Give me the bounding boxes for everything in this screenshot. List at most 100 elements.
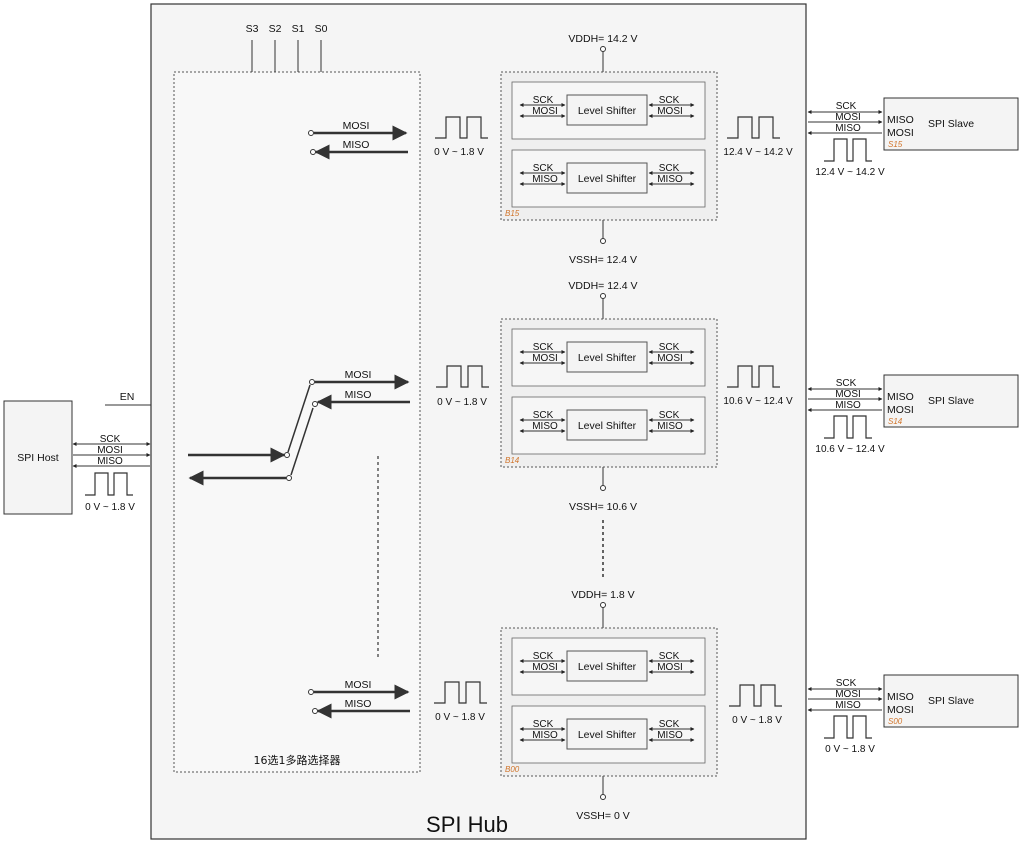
mux-output-bottom: MOSI MISO xyxy=(308,679,410,719)
select-pin-s2: S2 xyxy=(269,23,282,35)
slave-pin-mosi: MOSI xyxy=(887,704,914,716)
slave-miso-label: MISO xyxy=(835,700,861,711)
level-shifter-label: Level Shifter xyxy=(578,173,637,185)
ls-sig-right: MOSI xyxy=(657,353,683,364)
ls-sck-left: SCK xyxy=(533,719,554,730)
ls-sig-right: MISO xyxy=(657,730,683,741)
ls-sck-left: SCK xyxy=(533,342,554,353)
vssh-label: VSSH= 10.6 V xyxy=(569,501,637,513)
slave-mosi-label: MOSI xyxy=(835,689,861,700)
slave-sck-label: SCK xyxy=(836,101,857,112)
spi-hub-title: SPI Hub xyxy=(426,812,508,837)
mux-switch xyxy=(188,379,379,660)
slave-pin-miso: MISO xyxy=(887,691,914,703)
mux-bot-miso: MISO xyxy=(345,698,372,710)
bank-output-waveform xyxy=(727,116,780,139)
ls-sig-left: MOSI xyxy=(532,106,558,117)
select-pins: S3 S2 S1 S0 xyxy=(246,23,328,72)
ls-sig-right: MOSI xyxy=(657,662,683,673)
bank-output-voltage: 12.4 V ~ 14.2 V xyxy=(723,147,793,158)
host-waveform xyxy=(85,472,133,496)
ls-sck-left: SCK xyxy=(533,95,554,106)
slave-pin-miso: MISO xyxy=(887,391,914,403)
mux-output-mid: MOSI MISO xyxy=(315,369,410,410)
ls-sck-right: SCK xyxy=(659,163,680,174)
ls-sig-left: MOSI xyxy=(532,353,558,364)
slave-pin-mosi: MOSI xyxy=(887,404,914,416)
mux-box xyxy=(173,71,421,773)
ls-sck-left: SCK xyxy=(533,410,554,421)
host-sck-label: SCK xyxy=(100,434,121,445)
bank-output-waveform xyxy=(729,684,782,707)
spi-host-label: SPI Host xyxy=(17,452,59,464)
slave-miso-label: MISO xyxy=(835,400,861,411)
vssh-label: VSSH= 12.4 V xyxy=(569,254,637,266)
ls-sig-left: MISO xyxy=(532,421,558,432)
mux-waveform-mid xyxy=(436,365,489,388)
ls-sig-right: MOSI xyxy=(657,106,683,117)
mux-mid-miso: MISO xyxy=(345,389,372,401)
ls-sck-right: SCK xyxy=(659,342,680,353)
slave-tag: S00 xyxy=(888,717,903,726)
slave-tag: S15 xyxy=(888,140,903,149)
bank-output-voltage: 10.6 V ~ 12.4 V xyxy=(723,396,793,407)
mux-top-voltage: 0 V ~ 1.8 V xyxy=(434,147,484,158)
host-bus: SCK MOSI MISO xyxy=(72,434,151,468)
mux-top-miso: MISO xyxy=(343,139,370,151)
mux-waveform-bottom xyxy=(434,681,487,704)
ls-sig-left: MOSI xyxy=(532,662,558,673)
select-pin-s1: S1 xyxy=(292,23,305,35)
slave-mosi-label: MOSI xyxy=(835,389,861,400)
ls-sig-right: MISO xyxy=(657,174,683,185)
slave-mosi-label: MOSI xyxy=(835,112,861,123)
mux-output-top: MOSI MISO xyxy=(308,120,408,160)
bank-tag: B00 xyxy=(505,765,520,774)
ls-sck-left: SCK xyxy=(533,651,554,662)
slave-sck-label: SCK xyxy=(836,378,857,389)
spi-host-box xyxy=(3,400,73,515)
level-shifter-label: Level Shifter xyxy=(578,420,637,432)
slave-waveform xyxy=(824,715,872,739)
mux-bot-mosi: MOSI xyxy=(345,679,372,691)
en-label: EN xyxy=(120,391,135,403)
vddh-label: VDDH= 1.8 V xyxy=(571,589,634,601)
slave-voltage: 0 V ~ 1.8 V xyxy=(825,744,875,755)
mux-label: 16选1多路选择器 xyxy=(254,753,341,767)
mux-waveforms: 0 V ~ 1.8 V 0 V ~ 1.8 V 0 V ~ 1.8 V xyxy=(434,116,489,723)
vddh-label: VDDH= 12.4 V xyxy=(568,280,637,292)
ls-sck-right: SCK xyxy=(659,651,680,662)
ls-sig-right: MISO xyxy=(657,421,683,432)
slave-miso-label: MISO xyxy=(835,123,861,134)
slave-voltage: 10.6 V ~ 12.4 V xyxy=(815,444,885,455)
slave-sck-label: SCK xyxy=(836,678,857,689)
ls-sig-left: MISO xyxy=(532,174,558,185)
mux-top-mosi: MOSI xyxy=(343,120,370,132)
ls-sck-right: SCK xyxy=(659,95,680,106)
ls-sck-right: SCK xyxy=(659,719,680,730)
host-miso-label: MISO xyxy=(97,456,123,467)
ls-sck-left: SCK xyxy=(533,163,554,174)
mux-mid-mosi: MOSI xyxy=(345,369,372,381)
spi-slave-box xyxy=(883,374,1019,428)
ls-sig-left: MISO xyxy=(532,730,558,741)
spi-slave-box xyxy=(883,674,1019,728)
mux-waveform-top xyxy=(435,116,488,139)
vssh-label: VSSH= 0 V xyxy=(576,810,629,822)
select-pin-s3: S3 xyxy=(246,23,259,35)
spi-slave-label: SPI Slave xyxy=(928,118,974,130)
ls-sck-right: SCK xyxy=(659,410,680,421)
mux-bot-voltage: 0 V ~ 1.8 V xyxy=(435,712,485,723)
level-shifter-label: Level Shifter xyxy=(578,661,637,673)
level-shifter-label: Level Shifter xyxy=(578,105,637,117)
slave-voltage: 12.4 V ~ 14.2 V xyxy=(815,167,885,178)
spi-slave-box xyxy=(883,97,1019,151)
